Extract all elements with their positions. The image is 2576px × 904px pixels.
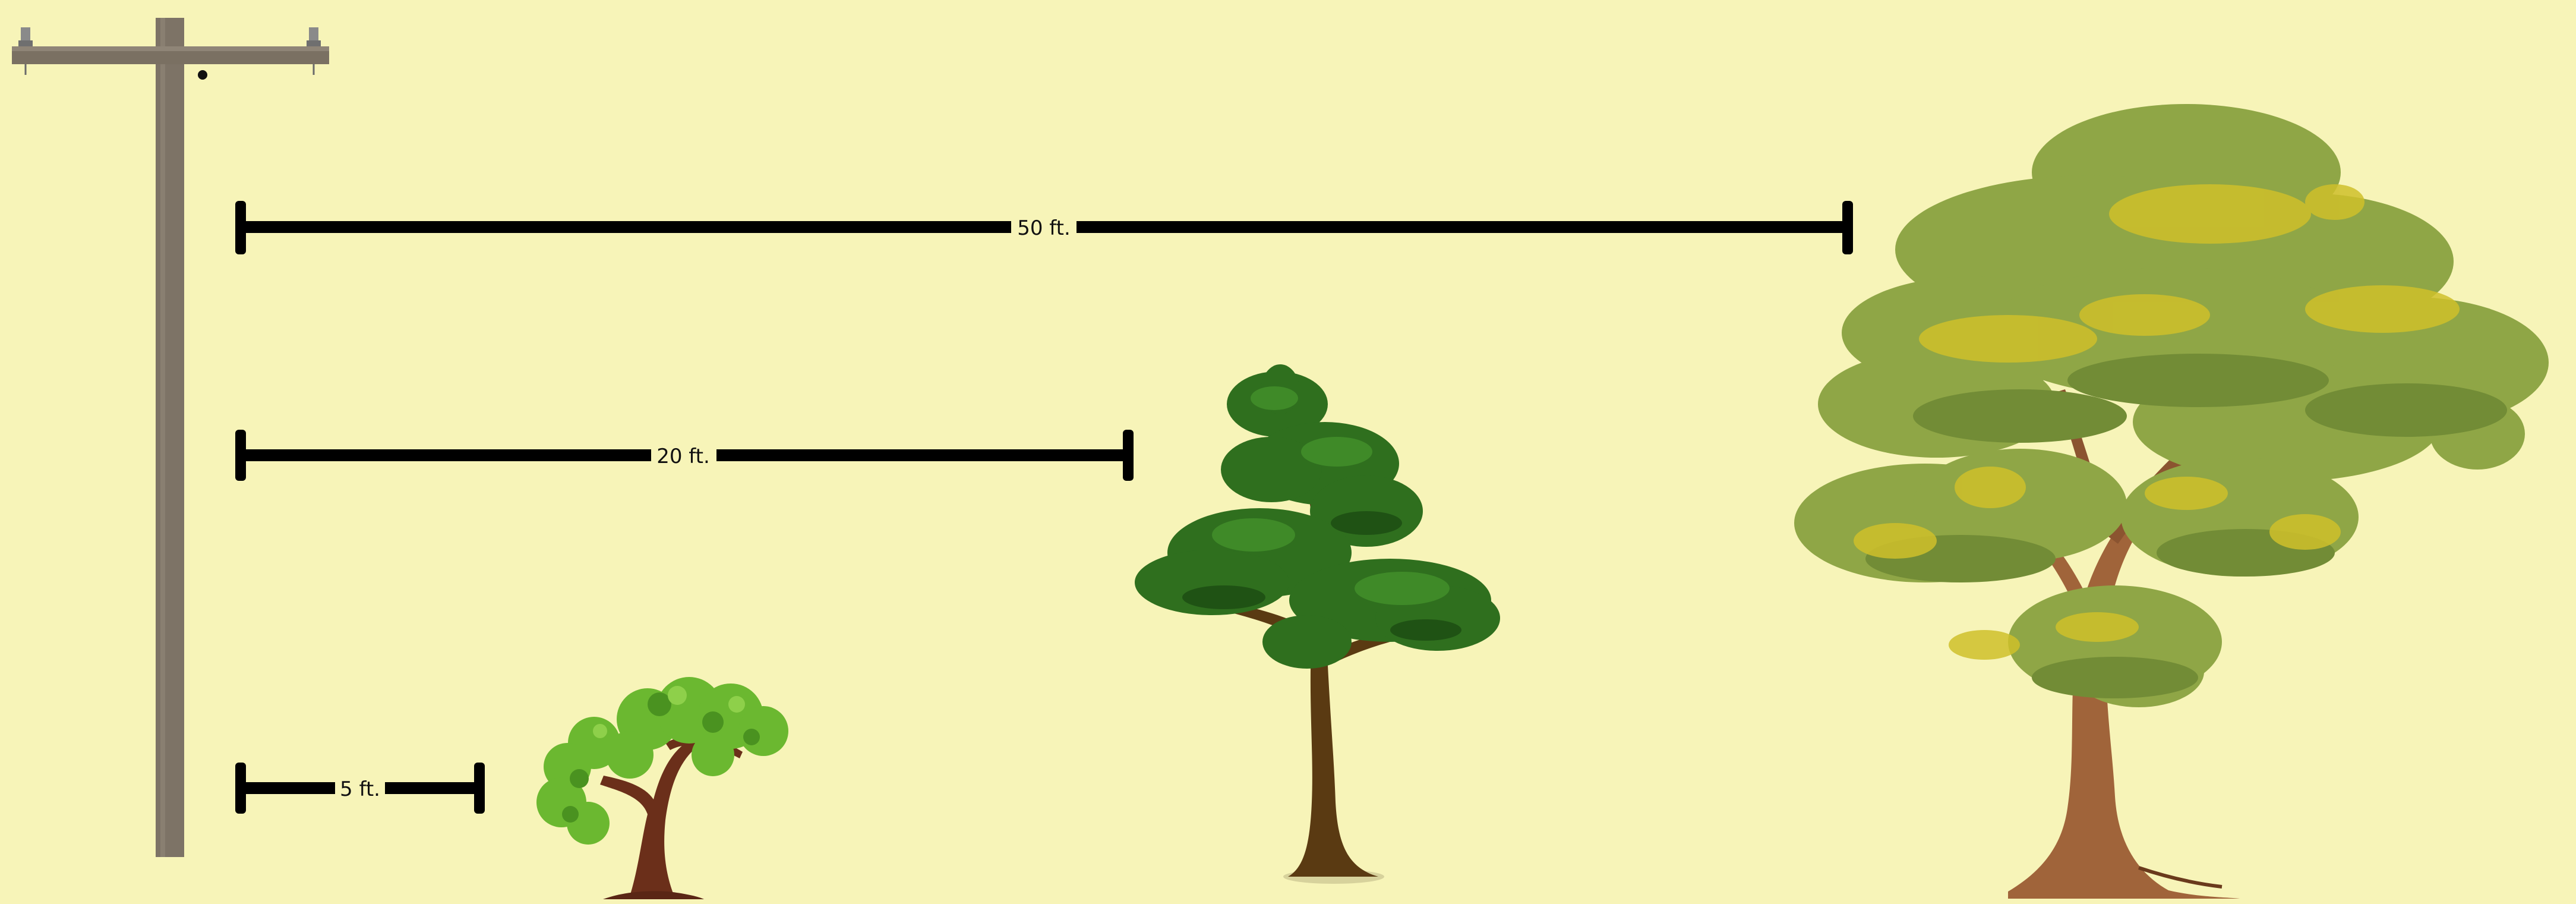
small-tree-icon [536, 677, 788, 899]
measurement-label-5: 5 ft. [340, 777, 380, 801]
measurement-label-20: 20 ft. [656, 445, 710, 468]
measurement-label-50: 50 ft. [1017, 216, 1071, 240]
utility-pole-icon [12, 18, 329, 857]
medium-tree-icon [1135, 364, 1500, 884]
large-tree-icon [1794, 104, 2549, 899]
measurement-5ft: 5 ft. [235, 763, 485, 814]
measurement-20ft: 20 ft. [235, 430, 1134, 481]
measurement-50ft: 50 ft. [235, 201, 1853, 254]
